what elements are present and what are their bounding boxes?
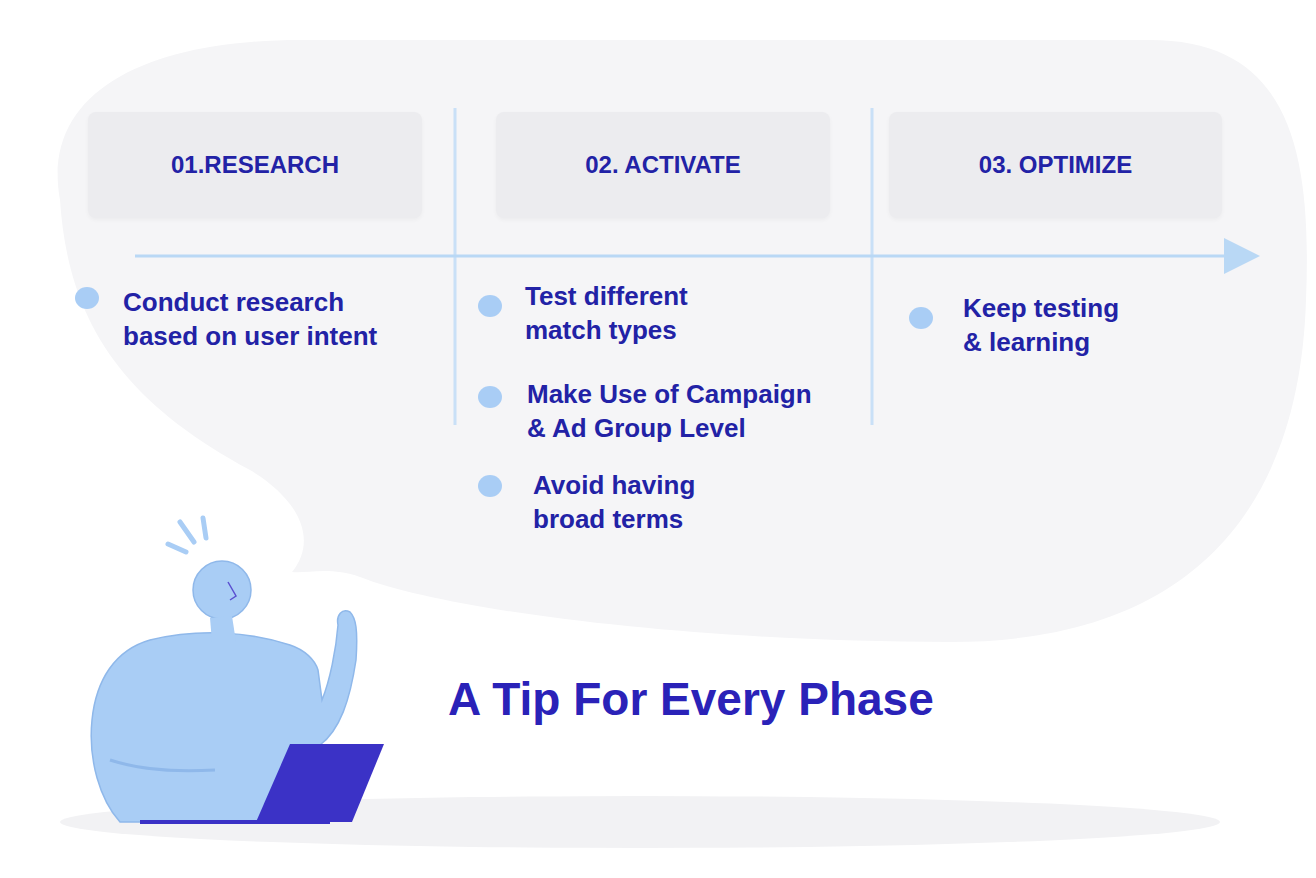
phase-header-box: 01.RESEARCH	[88, 112, 422, 218]
tip-text: Test different match types	[525, 279, 725, 347]
tip-text: Keep testing & learning	[963, 291, 1133, 359]
timeline-arrowhead	[1224, 238, 1260, 274]
diagram-title: A Tip For Every Phase	[448, 672, 934, 726]
speech-bubble	[58, 40, 1307, 642]
divider	[454, 108, 457, 425]
phase-header-box: 02. ACTIVATE	[496, 112, 830, 218]
bullet-dots	[75, 287, 933, 497]
timeline-line	[135, 255, 1228, 258]
divider	[871, 108, 874, 425]
phase-heading: 01.RESEARCH	[171, 151, 339, 179]
phase-heading: 03. OPTIMIZE	[979, 151, 1132, 179]
tip-text: Conduct research based on user intent	[123, 285, 393, 353]
tip-text: Make Use of Campaign & Ad Group Level	[527, 377, 827, 445]
person	[91, 518, 384, 822]
tip-text: Avoid having broad terms	[533, 468, 733, 536]
phase-heading: 02. ACTIVATE	[585, 151, 741, 179]
phase-header-box: 03. OPTIMIZE	[889, 112, 1222, 218]
